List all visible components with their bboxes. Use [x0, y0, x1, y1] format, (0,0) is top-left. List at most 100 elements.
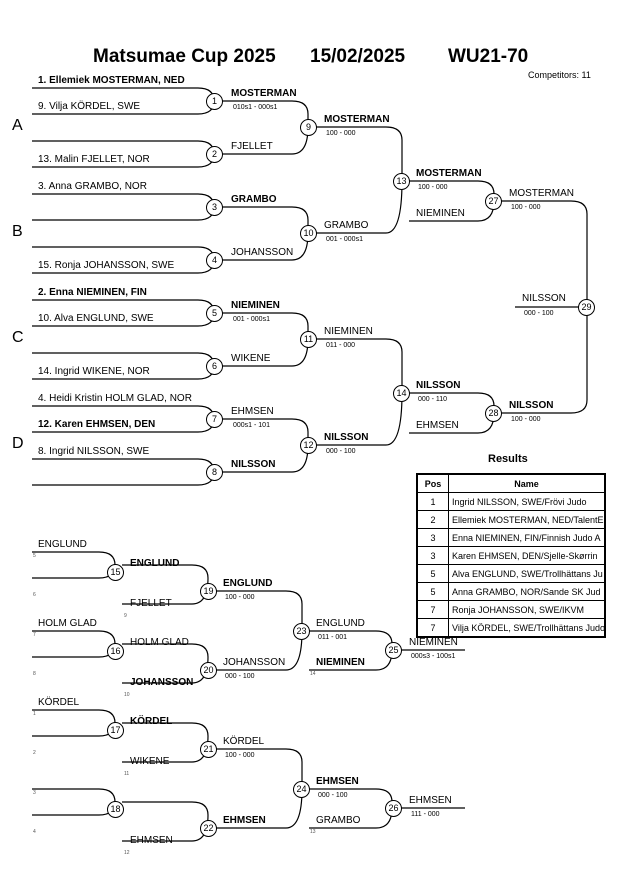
entrant: ENGLUND — [38, 539, 87, 550]
winner-name: NILSSON — [231, 459, 276, 470]
slot-number: 8 — [33, 671, 36, 677]
winner-name: ENGLUND — [223, 578, 273, 589]
winner-name: GRAMBO — [324, 220, 369, 231]
final-score: 000 - 100 — [524, 310, 554, 317]
result-pos: 3 — [416, 546, 449, 565]
entrant: 10. Alva ENGLUND, SWE — [38, 313, 154, 324]
pool-label: D — [12, 435, 24, 452]
match-score: 100 - 000 — [511, 416, 541, 423]
match-number: 29 — [578, 299, 595, 316]
match-number: 21 — [200, 741, 217, 758]
entrant: 8. Ingrid NILSSON, SWE — [38, 446, 150, 457]
loser-name: GRAMBO — [316, 815, 361, 826]
winner-name: GRAMBO — [231, 194, 277, 205]
weight-category: WU21-70 — [448, 46, 529, 67]
entrant: 13. Malin FJELLET, NOR — [38, 154, 150, 165]
winner-name: EHMSEN — [231, 406, 274, 417]
loser-name: WIKENE — [130, 756, 170, 767]
slot-number: 1 — [33, 711, 36, 717]
match-number: 25 — [385, 642, 402, 659]
result-pos: 2 — [416, 510, 449, 529]
tournament-date: 15/02/2025 — [310, 46, 406, 67]
winner-name: JOHANSSON — [130, 677, 194, 688]
result-name: Ronja JOHANSSON, SWE/IKVM — [448, 600, 606, 619]
match-number: 4 — [206, 252, 223, 269]
match-number: 17 — [107, 722, 124, 739]
match-number: 22 — [200, 820, 217, 837]
match-number: 12 — [300, 437, 317, 454]
match-number: 9 — [300, 119, 317, 136]
match-number: 27 — [485, 193, 502, 210]
loser-name: NIEMINEN — [416, 208, 465, 219]
match-score: 000 - 110 — [418, 396, 448, 403]
match-score: 100 - 000 — [225, 752, 255, 759]
match-number: 23 — [293, 623, 310, 640]
slot-number: 2 — [33, 750, 36, 756]
winner-name: EHMSEN — [130, 835, 173, 846]
bronze-winner: EHMSEN — [409, 795, 452, 806]
match-score: 000s3 - 100s1 — [411, 653, 456, 660]
winner-name: NILSSON — [324, 432, 369, 443]
slot-number: 5 — [33, 553, 36, 559]
match-number: 20 — [200, 662, 217, 679]
match-number: 7 — [206, 411, 223, 428]
entrant: 4. Heidi Kristin HOLM GLAD, NOR — [38, 393, 192, 404]
loser-name: NIEMINEN — [316, 657, 365, 668]
slot-number: 12 — [124, 850, 130, 856]
entrant: KÖRDEL — [38, 697, 80, 708]
match-score: 011 - 001 — [318, 634, 348, 641]
match-number: 1 — [206, 93, 223, 110]
match-number: 13 — [393, 173, 410, 190]
champion-name: NILSSON — [522, 293, 566, 304]
result-name: Anna GRAMBO, NOR/Sande SK Jud — [448, 582, 606, 601]
loser-name: FJELLET — [130, 598, 172, 609]
match-number: 11 — [300, 331, 317, 348]
match-score: 010s1 - 000s1 — [233, 104, 278, 111]
winner-name: ENGLUND — [316, 618, 365, 629]
column-header-pos: Pos — [416, 473, 449, 493]
slot-number: 11 — [124, 771, 130, 777]
entrant: 15. Ronja JOHANSSON, SWE — [38, 260, 175, 271]
winner-name: MOSTERMAN — [231, 88, 297, 99]
tournament-name: Matsumae Cup 2025 — [93, 46, 276, 67]
pool-label: C — [12, 329, 24, 346]
slot-number: 3 — [33, 790, 36, 796]
match-number: 15 — [107, 564, 124, 581]
match-score: 001 - 000s1 — [326, 236, 363, 243]
column-header-name: Name — [448, 473, 606, 493]
slot-number: 4 — [33, 829, 36, 835]
results-header-row: Pos Name — [416, 473, 606, 493]
match-score: 100 - 000 — [511, 204, 541, 211]
winner-name: WIKENE — [231, 353, 271, 364]
pool-label: B — [12, 223, 23, 240]
winner-name: NIEMINEN — [324, 326, 373, 337]
slot-number: 13 — [310, 829, 316, 835]
match-number: 2 — [206, 146, 223, 163]
slot-number: 10 — [124, 692, 130, 698]
winner-name: HOLM GLAD — [130, 637, 189, 648]
winner-name: EHMSEN — [316, 776, 359, 787]
entrant: 9. Vilja KÖRDEL, SWE — [38, 101, 141, 112]
winner-name: ENGLUND — [130, 558, 180, 569]
slot-number: 6 — [33, 592, 36, 598]
result-pos: 7 — [416, 600, 449, 619]
winner-name: NIEMINEN — [231, 300, 280, 311]
match-number: 16 — [107, 643, 124, 660]
result-pos: 1 — [416, 492, 449, 511]
match-number: 28 — [485, 405, 502, 422]
match-number: 14 — [393, 385, 410, 402]
match-score: 111 - 000 — [411, 811, 440, 818]
winner-name: NILSSON — [509, 400, 554, 411]
winner-name: MOSTERMAN — [509, 188, 574, 199]
results-title: Results — [488, 453, 528, 465]
result-pos: 3 — [416, 528, 449, 547]
match-number: 24 — [293, 781, 310, 798]
match-number: 26 — [385, 800, 402, 817]
winner-name: KÖRDEL — [223, 736, 265, 747]
